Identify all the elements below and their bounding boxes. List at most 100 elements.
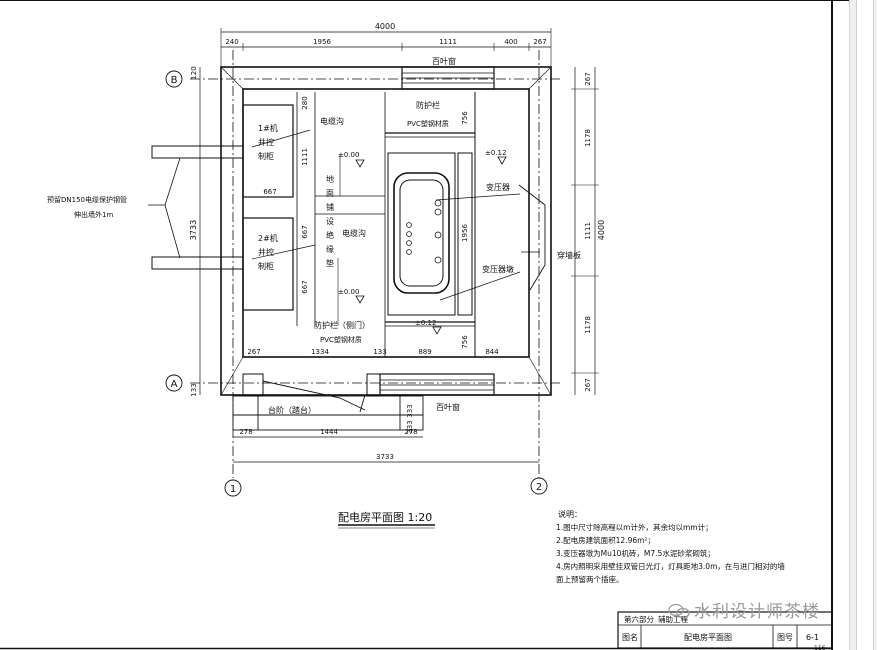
svg-text:1#机: 1#机 [258, 123, 278, 133]
svg-text:333: 333 [406, 404, 414, 417]
svg-text:第六部分: 第六部分 [624, 614, 654, 624]
svg-text:1.图中尺寸除高程以m计外，其余均以mm计；: 1.图中尺寸除高程以m计外，其余均以mm计； [556, 522, 713, 532]
elevation-marker [355, 156, 507, 335]
watermark-text: 水利设计师茶楼 [694, 602, 820, 622]
svg-text:6-1: 6-1 [806, 633, 819, 642]
svg-text:267: 267 [584, 378, 592, 391]
svg-text:伸出墙外1m: 伸出墙外1m [74, 210, 113, 219]
svg-text:说明：: 说明： [558, 509, 582, 519]
svg-text:百叶窗: 百叶窗 [436, 402, 460, 412]
svg-text:133: 133 [190, 383, 198, 396]
svg-text:铺: 铺 [326, 202, 334, 212]
svg-text:设: 设 [326, 216, 334, 226]
svg-text:A: A [171, 379, 178, 390]
axis-bubble-B: B [165, 70, 183, 88]
svg-text:756: 756 [461, 335, 469, 349]
svg-text:333: 333 [406, 420, 414, 433]
axis-bubble-A: A [165, 374, 183, 392]
svg-text:±0.00: ±0.00 [338, 151, 359, 159]
svg-text:面: 面 [326, 189, 334, 198]
cable-trench [296, 92, 386, 357]
drawing-title: 配电房平面图 1:20 [338, 511, 435, 529]
louver-window-bottom [379, 373, 495, 396]
svg-text:278: 278 [404, 428, 417, 436]
svg-text:280: 280 [301, 96, 309, 109]
svg-text:756: 756 [461, 111, 469, 125]
transformer-pier [387, 152, 473, 316]
svg-text:2: 2 [536, 482, 542, 493]
axis-grid [190, 50, 560, 478]
svg-text:3733: 3733 [189, 220, 198, 240]
plan-labels: 百叶窗 百叶窗 防护栏 PVC塑钢材质 防护栏（侧门） PVC塑钢材质 电缆沟 … [47, 56, 581, 415]
svg-text:1178: 1178 [584, 316, 592, 334]
svg-text:台阶（踏台）: 台阶（踏台） [268, 405, 316, 415]
svg-text:百叶窗: 百叶窗 [432, 56, 456, 66]
dimension-texts: 4000 240 1956 1111 400 267 3733 278 1444… [189, 22, 606, 461]
svg-text:4.房内照明采用壁挂双管日光灯，灯具距地3.0m，在与进门相: 4.房内照明采用壁挂双管日光灯，灯具距地3.0m，在与进门相对的墙 [556, 561, 785, 571]
svg-text:4000: 4000 [597, 220, 606, 240]
svg-text:±0.00: ±0.00 [338, 288, 359, 296]
title-block: 第六部分 辅助工程 图名 配电房平面图 图号 6-1 116 [617, 611, 833, 650]
svg-text:配电房平面图 1:20: 配电房平面图 1:20 [338, 511, 432, 524]
svg-text:3733: 3733 [376, 453, 394, 461]
svg-text:防护栏（侧门）: 防护栏（侧门） [314, 320, 370, 330]
svg-text:133: 133 [373, 348, 386, 356]
svg-text:防护栏: 防护栏 [416, 100, 440, 110]
outer-walls [220, 66, 552, 396]
transformer [393, 172, 450, 294]
svg-text:120: 120 [190, 66, 198, 79]
svg-text:116: 116 [814, 645, 826, 650]
svg-text:变压器: 变压器 [486, 182, 510, 192]
svg-text:4000: 4000 [375, 22, 395, 31]
scrollbar-thumb[interactable] [856, 0, 874, 650]
svg-text:667: 667 [263, 188, 276, 196]
svg-text:图名: 图名 [622, 632, 638, 642]
svg-text:667: 667 [301, 280, 309, 293]
svg-text:889: 889 [418, 348, 431, 356]
svg-text:井控: 井控 [258, 247, 274, 257]
svg-text:1111: 1111 [584, 222, 592, 240]
svg-text:2#机: 2#机 [258, 233, 278, 243]
svg-text:267: 267 [247, 348, 260, 356]
axis-bubble-1: 1 [224, 479, 242, 497]
svg-text:278: 278 [239, 428, 252, 436]
axis-bubble-2: 2 [530, 477, 548, 495]
svg-text:面上预留两个插座。: 面上预留两个插座。 [556, 574, 624, 584]
svg-text:绝: 绝 [326, 230, 334, 240]
wechat-icon [668, 603, 690, 619]
svg-text:±0.12: ±0.12 [485, 149, 506, 157]
svg-text:变压器墩: 变压器墩 [482, 264, 514, 274]
svg-text:1: 1 [230, 484, 236, 495]
svg-text:667: 667 [301, 225, 309, 238]
svg-text:PVC塑钢材质: PVC塑钢材质 [407, 119, 449, 128]
svg-text:267: 267 [584, 72, 592, 85]
svg-text:844: 844 [485, 348, 499, 356]
notes: 说明： 1.图中尺寸除高程以m计外，其余均以mm计； 2.配电房建筑面积12.9… [556, 509, 785, 584]
svg-text:制柜: 制柜 [258, 151, 274, 161]
svg-text:制柜: 制柜 [258, 261, 274, 271]
svg-text:缘: 缘 [326, 244, 334, 254]
watermark: 水利设计师茶楼 [668, 597, 820, 622]
svg-text:±0.12: ±0.12 [415, 319, 436, 327]
svg-text:穿墙板: 穿墙板 [557, 250, 581, 260]
svg-text:1334: 1334 [311, 348, 329, 356]
svg-text:1444: 1444 [320, 428, 338, 436]
svg-text:图号: 图号 [777, 633, 793, 642]
svg-text:预留DN150电缆保护钢管: 预留DN150电缆保护钢管 [47, 195, 127, 204]
louver-window-top [401, 66, 495, 90]
wall-plate [518, 184, 546, 291]
guard-rail [385, 92, 476, 357]
svg-text:267: 267 [533, 38, 546, 46]
svg-text:1178: 1178 [584, 129, 592, 147]
dimension-lines [199, 28, 599, 463]
svg-text:辅助工程: 辅助工程 [658, 614, 688, 624]
svg-text:B: B [171, 75, 178, 86]
leader-lines [251, 129, 540, 326]
svg-text:井控: 井控 [258, 137, 274, 147]
svg-text:240: 240 [225, 38, 238, 46]
svg-text:2.配电房建筑面积12.96m²；: 2.配电房建筑面积12.96m²； [556, 535, 655, 545]
vertical-scrollbar[interactable] [849, 0, 877, 650]
svg-text:1956: 1956 [313, 38, 331, 46]
